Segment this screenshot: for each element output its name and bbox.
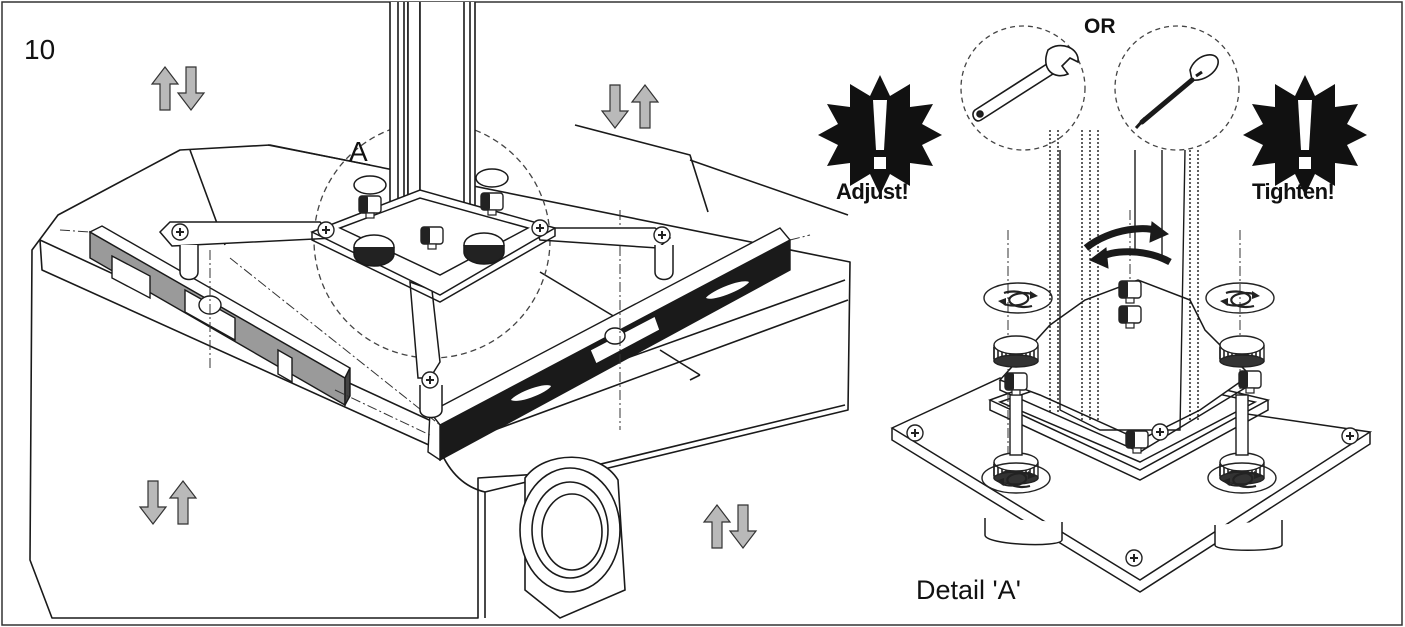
warning-burst-icon (1243, 75, 1367, 195)
adjust-arrows-icon (151, 66, 205, 111)
screw-icon (1151, 423, 1169, 441)
screw-icon (906, 424, 924, 442)
detail-a-marker: A (349, 136, 368, 167)
projector-body (29, 124, 851, 619)
mount-arms (158, 221, 674, 419)
adjust-knob-icon (1219, 335, 1265, 368)
screw-icon (653, 226, 671, 244)
projector-lens (519, 456, 626, 619)
spirit-level-left (88, 225, 351, 408)
screw-icon (1125, 549, 1143, 567)
screwdriver-circle (1114, 25, 1240, 151)
step-number: 10 (24, 34, 56, 65)
screw-icon (531, 219, 549, 237)
adjust-label: Adjust! (836, 179, 909, 204)
detail-posts (1009, 394, 1249, 456)
screw-icon (171, 223, 189, 241)
screw-icon (1341, 427, 1359, 445)
twist-arrow-icon (1083, 221, 1172, 269)
adjust-arrows-icon (601, 84, 659, 129)
wrench-icon (972, 44, 1079, 122)
or-label: OR (1084, 15, 1116, 38)
screw-icon (317, 221, 335, 239)
screw-icon (421, 371, 439, 389)
adjust-arrows-icon (703, 504, 757, 549)
tighten-label: Tighten! (1252, 179, 1335, 204)
alignment-lines (59, 210, 811, 436)
detail-pole (1049, 130, 1199, 431)
screwdriver-icon (1134, 54, 1219, 130)
rotate-arrow-icon (982, 281, 1054, 315)
adjust-knob-icon (993, 335, 1039, 368)
warning-burst-icon (818, 75, 942, 195)
detail-caption: Detail 'A' (916, 575, 1021, 605)
ceiling-pole (389, 2, 476, 234)
